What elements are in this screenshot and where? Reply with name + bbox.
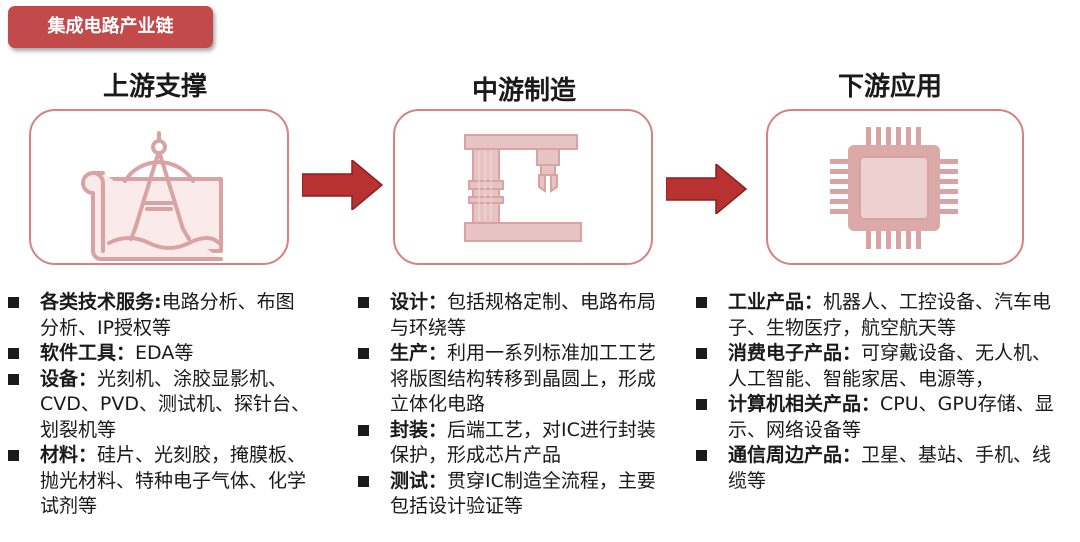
column-title-upstream: 上游支撑 [102, 72, 207, 102]
drafting-compass-icon [81, 131, 223, 261]
column-title-midstream: 中游制造 [471, 76, 576, 106]
arrow-right-icon [302, 160, 384, 210]
list-item: 软件工具：EDA等 [6, 341, 311, 367]
list-item: 设计：包括规格定制、电路布局与环绕等 [356, 290, 661, 341]
list-item: 封装：后端工艺，对IC进行封装保护，形成芯片产品 [356, 418, 661, 469]
arrow-right-icon [666, 164, 748, 214]
list-item: 计算机相关产品：CPU、GPU存储、显示、网络设备等 [694, 392, 1062, 443]
upstream-box [29, 109, 289, 265]
list-item: 通信周边产品：卫星、基站、手机、线缆等 [694, 443, 1062, 494]
upstream-list: 各类技术服务:电路分析、布图分析、IP授权等 软件工具：EDA等 设备：光刻机、… [6, 290, 311, 520]
chip-icon [830, 127, 958, 249]
downstream-box [766, 109, 1024, 265]
midstream-box [393, 109, 653, 265]
list-item: 测试：贯穿IC制造全流程，主要包括设计验证等 [356, 469, 661, 520]
midstream-list: 设计：包括规格定制、电路布局与环绕等 生产：利用一系列标准加工工艺将版图结构转移… [356, 290, 661, 520]
list-item: 工业产品：机器人、工控设备、汽车电子、生物医疗，航空航天等 [694, 290, 1062, 341]
list-item: 材料：硅片、光刻胶，掩膜板、抛光材料、特种电子气体、化学试剂等 [6, 443, 311, 520]
list-item: 设备：光刻机、涂胶显影机、CVD、PVD、测试机、探针台、划裂机等 [6, 367, 311, 444]
list-item: 生产：利用一系列标准加工工艺将版图结构转移到晶圆上，形成立体化电路 [356, 341, 661, 418]
list-item: 各类技术服务:电路分析、布图分析、IP授权等 [6, 290, 311, 341]
robotic-arm-icon [464, 134, 582, 242]
title-tag: 集成电路产业链 [8, 6, 213, 48]
downstream-list: 工业产品：机器人、工控设备、汽车电子、生物医疗，航空航天等 消费电子产品：可穿戴… [694, 290, 1062, 494]
list-item: 消费电子产品：可穿戴设备、无人机、人工智能、智能家居、电源等， [694, 341, 1062, 392]
column-title-downstream: 下游应用 [837, 72, 942, 102]
